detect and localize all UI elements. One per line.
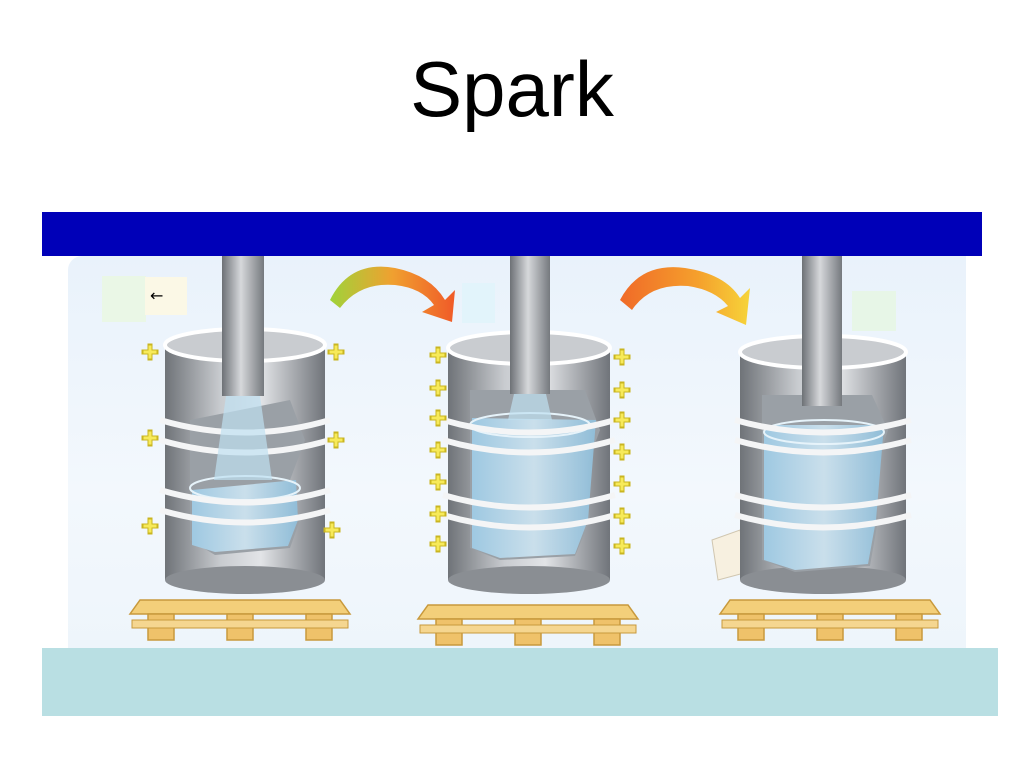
pipe-icon bbox=[802, 256, 842, 406]
curved-arrow-icon bbox=[330, 266, 455, 322]
pallet-icon bbox=[129, 599, 351, 641]
slide-title: Spark bbox=[410, 45, 614, 133]
left-arrow-glyph: ← bbox=[150, 286, 164, 305]
pipe-icon bbox=[222, 256, 264, 396]
drum-2 bbox=[417, 256, 639, 646]
title-bar bbox=[42, 212, 982, 256]
drum-3 bbox=[711, 256, 941, 641]
pallet-icon bbox=[417, 604, 639, 646]
caption-box bbox=[42, 648, 998, 716]
pallet-icon bbox=[719, 599, 941, 641]
curved-arrow-icon bbox=[620, 267, 750, 325]
label-box-2 bbox=[145, 277, 187, 315]
pipe-icon bbox=[510, 256, 550, 394]
label-box-1 bbox=[102, 276, 146, 322]
label-box-3 bbox=[462, 283, 495, 323]
label-box-4 bbox=[852, 291, 896, 331]
drum-1 bbox=[129, 256, 351, 641]
